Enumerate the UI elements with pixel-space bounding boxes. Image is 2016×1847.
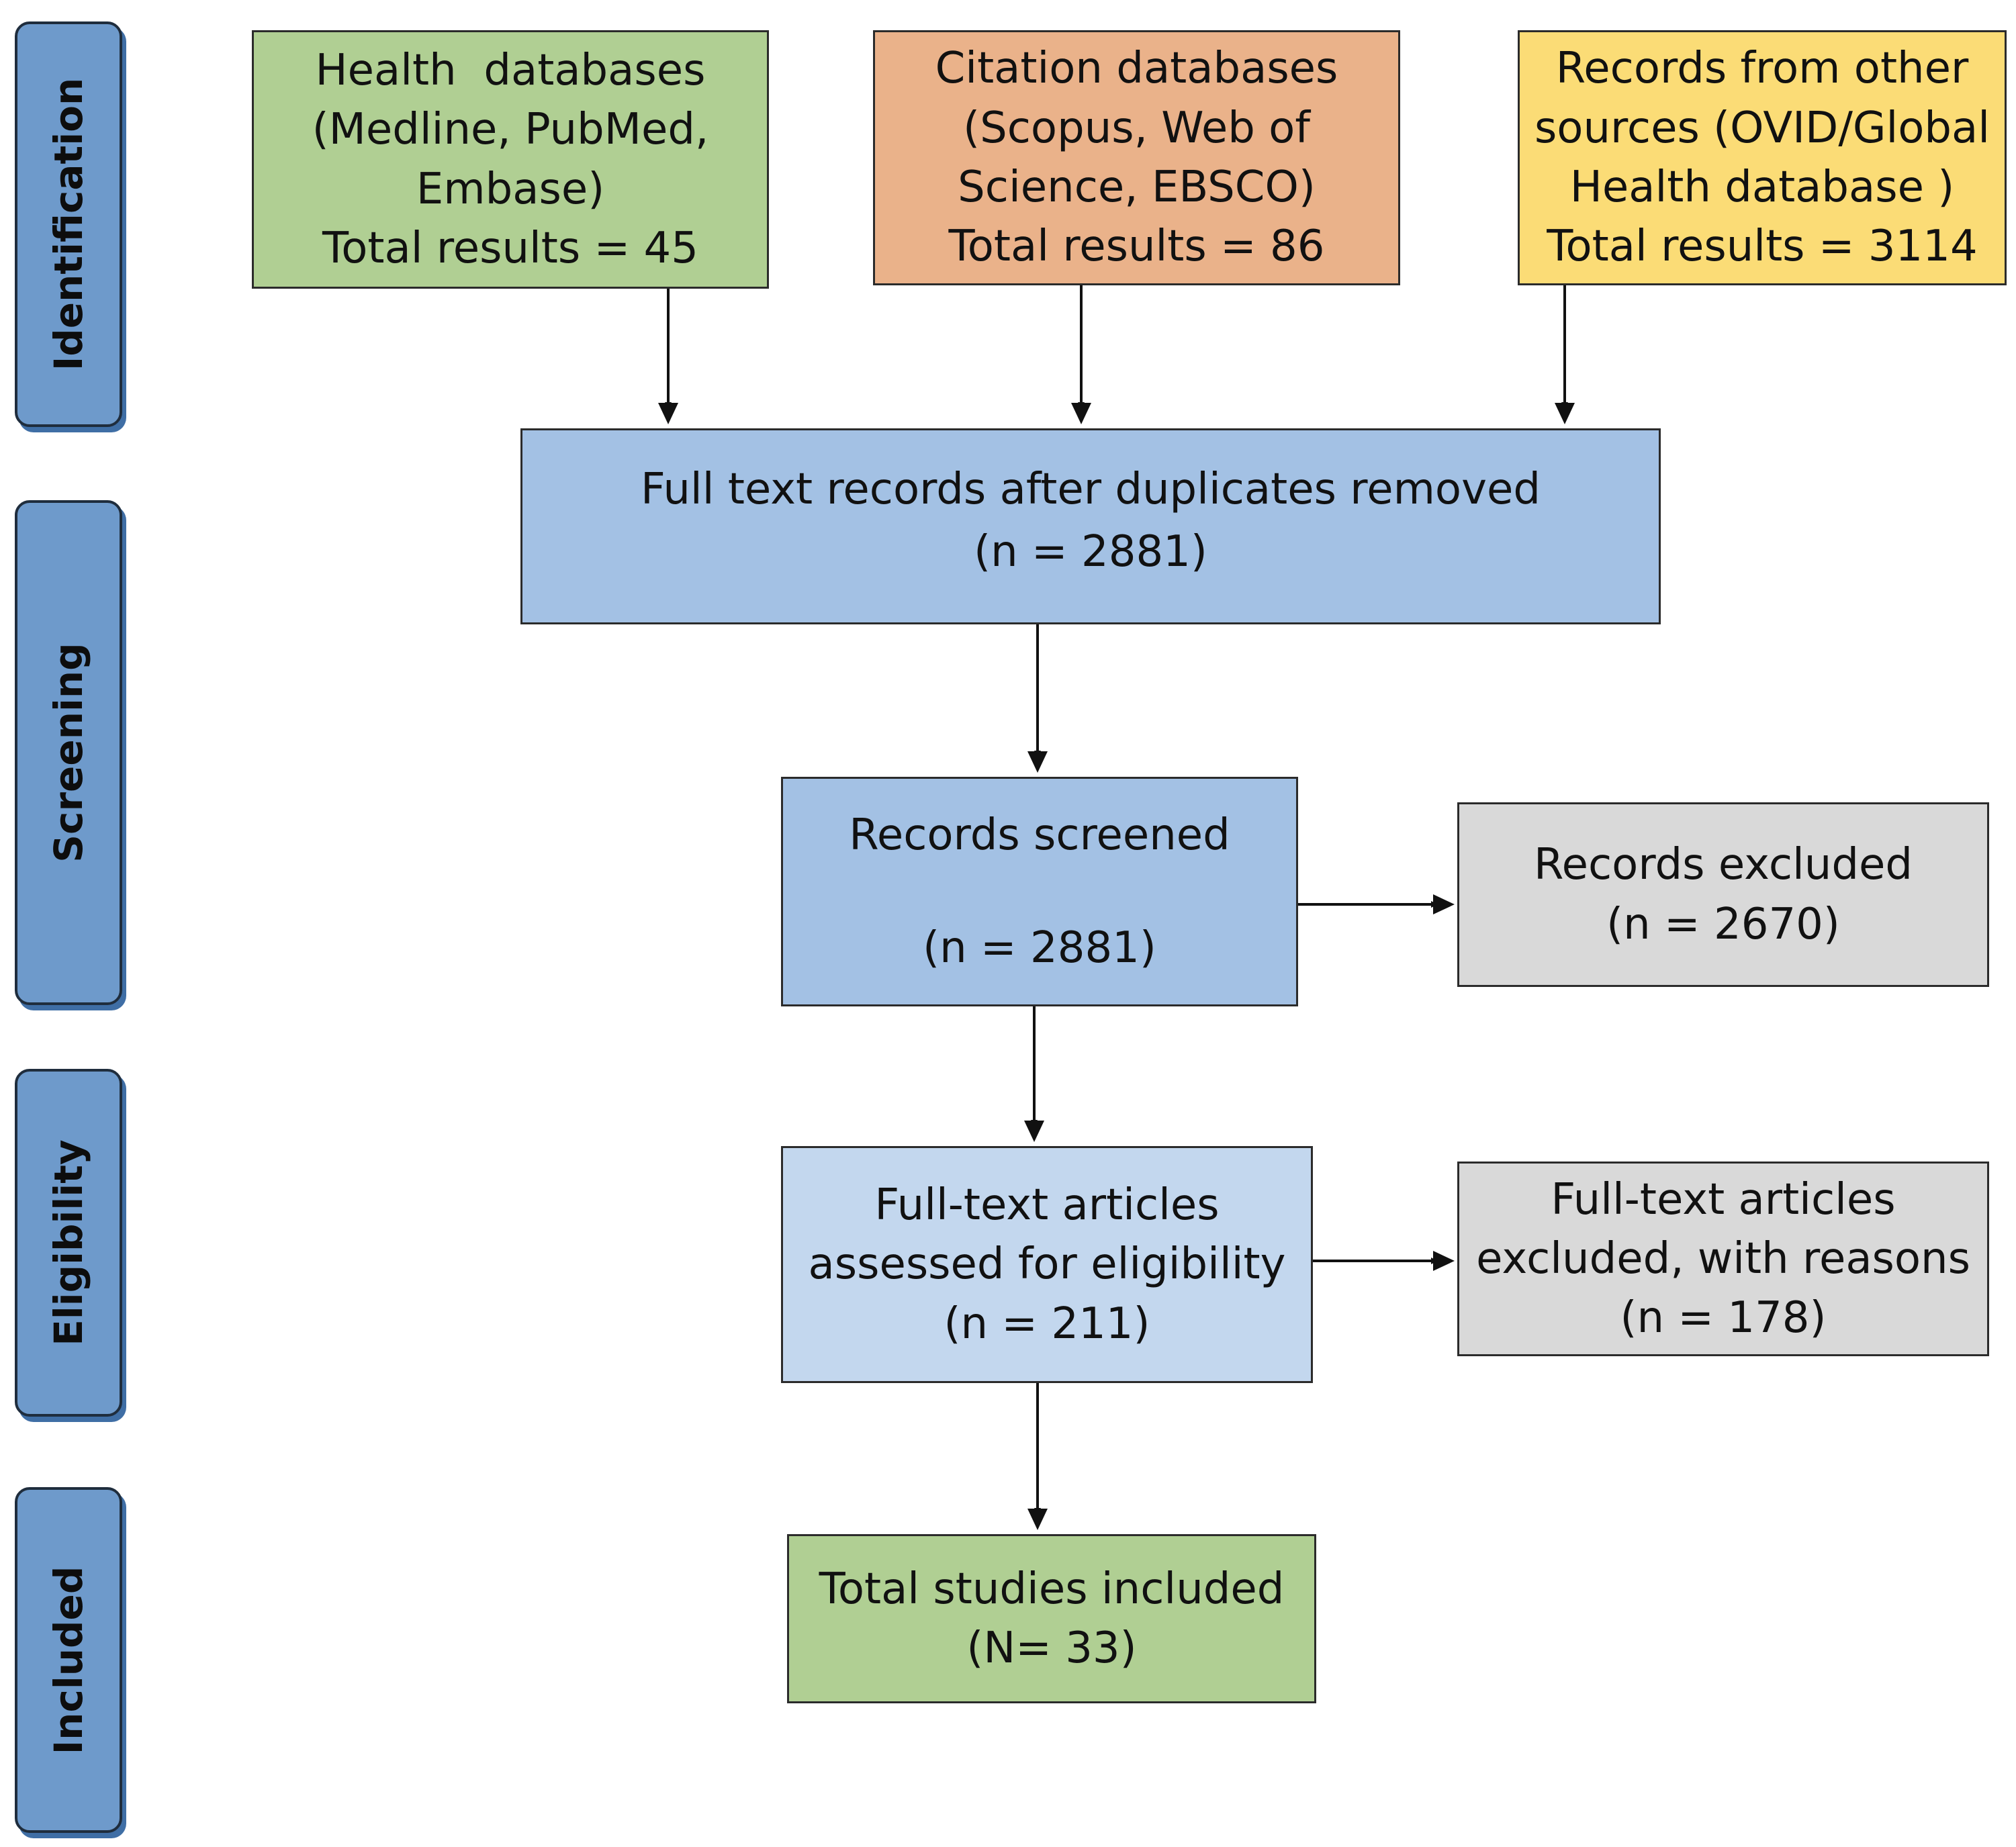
box-line: Records excluded: [1534, 840, 1913, 890]
box-line: (n = 2881): [923, 923, 1156, 973]
box-line: Records screened: [849, 810, 1230, 860]
arrowhead-shape: [1024, 1121, 1044, 1142]
other-sources-box: Records from other sources (OVID/Global …: [1518, 30, 2007, 285]
box-line: Total studies included: [819, 1564, 1285, 1614]
arrowhead-shape: [1027, 1509, 1048, 1530]
box-line: Full-text articles: [874, 1180, 1220, 1231]
stage-screening: Screening: [15, 500, 122, 1005]
box-line: Total results = 3114: [1547, 222, 1978, 272]
box-line: Full text records after duplicates remov…: [641, 465, 1541, 514]
fulltext-excluded-box: Full-text articles excluded, with reason…: [1457, 1162, 1989, 1356]
box-line: Total results = 45: [322, 223, 698, 273]
box-line: assessed for eligibility: [808, 1239, 1286, 1290]
stage-included: Included: [15, 1487, 122, 1833]
arrowhead-shape: [1027, 751, 1048, 773]
box-line: (n = 178): [1620, 1293, 1827, 1343]
box-line: (Scopus, Web of: [963, 103, 1310, 153]
box-line: Full-text articles: [1551, 1174, 1896, 1225]
arrowhead-shape: [1555, 403, 1575, 424]
box-line: (n = 2881): [974, 526, 1207, 577]
box-line: (n = 2670): [1606, 899, 1840, 949]
box-line: (N= 33): [966, 1623, 1137, 1673]
records-screened-box: Records screened (n = 2881): [781, 777, 1298, 1006]
box-line: Health database ): [1569, 162, 1955, 212]
box-line: (n = 211): [944, 1298, 1150, 1349]
records-excluded-box: Records excluded (n = 2670): [1457, 802, 1989, 987]
box-line: Records from other: [1555, 44, 1969, 94]
box-line: sources (OVID/Global: [1534, 103, 1990, 153]
after-duplicates-box: Full text records after duplicates remov…: [520, 428, 1661, 624]
stage-eligibility: Eligibility: [15, 1069, 122, 1417]
box-line: Embase): [416, 164, 605, 214]
box-line: Total results = 86: [948, 222, 1325, 272]
box-line: Science, EBSCO): [958, 162, 1316, 212]
arrowhead-shape: [1433, 894, 1455, 914]
arrowhead-shape: [658, 403, 678, 424]
box-line: excluded, with reasons: [1476, 1233, 1970, 1284]
box-line: Health databases: [315, 45, 706, 95]
included-box: Total studies included (N= 33): [787, 1534, 1316, 1703]
citation-databases-box: Citation databases (Scopus, Web of Scien…: [873, 30, 1400, 285]
health-databases-box: Health databases (Medline, PubMed, Embas…: [252, 30, 769, 289]
box-line: Citation databases: [935, 44, 1338, 94]
box-line: (Medline, PubMed,: [312, 105, 709, 155]
arrowhead-shape: [1071, 403, 1091, 424]
stage-identification: Identification: [15, 21, 122, 427]
arrowhead-shape: [1433, 1251, 1455, 1271]
eligibility-box: Full-text articles assessed for eligibil…: [781, 1146, 1313, 1383]
